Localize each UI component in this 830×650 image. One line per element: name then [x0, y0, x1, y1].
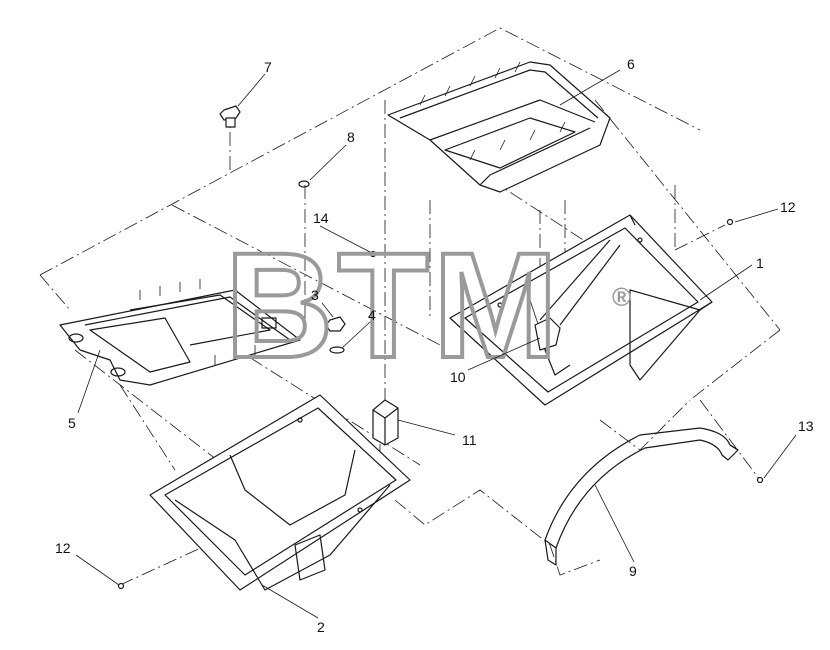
btm-watermark: BTM ® [223, 219, 631, 391]
callout-2: 2 [317, 619, 325, 635]
frame-part-2 [149, 394, 411, 591]
floor-plate-part-5 [59, 279, 301, 386]
callout-9: 9 [629, 563, 637, 579]
rail-part-9 [544, 427, 739, 566]
callout-1: 1 [756, 255, 764, 271]
callout-7: 7 [264, 59, 272, 75]
bracket-part-10 [534, 317, 561, 351]
callout-4: 4 [368, 307, 376, 323]
callout-13: 13 [798, 418, 814, 434]
callout-leaders [75, 69, 797, 619]
callout-12-left: 12 [55, 540, 71, 556]
callout-11: 11 [462, 432, 477, 448]
callout-10: 10 [450, 369, 466, 385]
watermark-text: BTM [225, 221, 562, 389]
frame-part-1 [449, 214, 713, 406]
watermark-registered-mark: ® [612, 282, 631, 312]
callout-8: 8 [347, 129, 355, 145]
callout-5: 5 [68, 415, 76, 431]
callout-labels: 7 8 6 14 3 4 5 12 1 10 11 13 9 12 2 [55, 56, 814, 635]
fasteners [117, 105, 764, 590]
callout-12-right: 12 [780, 199, 796, 215]
callout-3: 3 [311, 287, 319, 303]
callout-6: 6 [627, 56, 635, 72]
callout-14: 14 [313, 210, 329, 226]
bracket-part-11 [372, 399, 399, 446]
tray-part-6 [387, 61, 611, 193]
